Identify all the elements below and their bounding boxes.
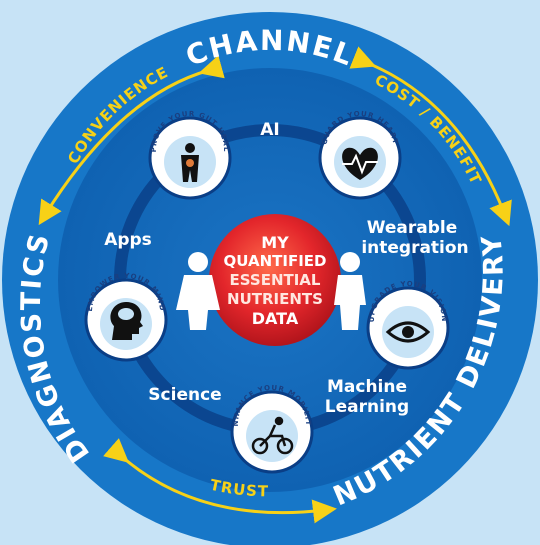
heart-badge: GUARD YOUR HEART [318,110,402,200]
center-line-data: DATA [252,309,299,328]
center-line-nutrients: NUTRIENTS [227,290,323,308]
science-label: Science [148,385,221,405]
machine-label: Machine [327,377,407,397]
wearable-label-1: Wearable [367,218,458,238]
eye-icon [385,321,431,343]
learning-label: Learning [325,397,409,417]
person-icon [176,252,220,330]
cyclist-icon [251,416,294,455]
center-line-quantified: QUANTIFIED [224,252,327,270]
apps-label: Apps [104,230,152,250]
center-circle [209,214,341,346]
vision-badge: UPGRADE YOUR VISION [366,280,450,370]
brain-head-icon [110,302,143,340]
ai-label: AI [260,120,279,140]
mind-badge: EMPOWER YOUR MIND [84,272,168,362]
center-line-my: MY [261,233,289,252]
convenience-arrow [38,55,225,226]
trust-arrow [103,438,337,524]
center-line-essential: ESSENTIAL [230,271,321,289]
wearable-label-2: integration [361,238,468,258]
person-icon [334,252,366,330]
heartbeat-icon [342,147,378,180]
cost-benefit-arrow [349,46,512,227]
gut-health-icon [181,143,199,182]
